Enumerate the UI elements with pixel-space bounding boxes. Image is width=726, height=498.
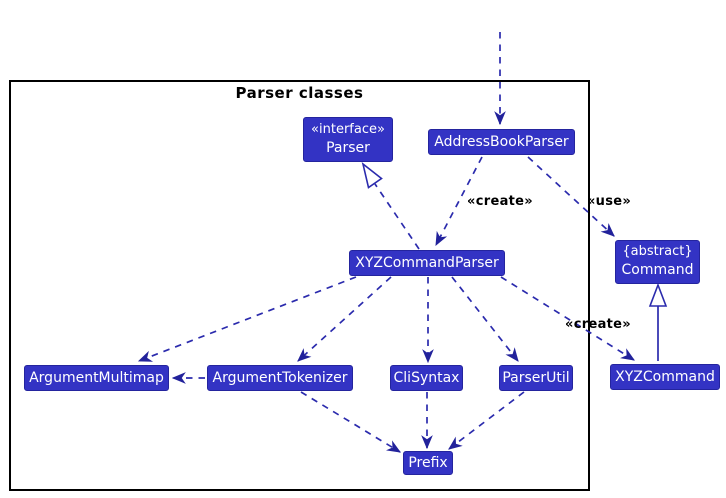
parserutil-name: ParserUtil xyxy=(502,369,570,386)
create-label-right: «create» xyxy=(565,317,631,332)
prefix-name: Prefix xyxy=(408,454,448,471)
parser-classes-frame xyxy=(9,80,590,491)
class-parser-interface: «interface» Parser xyxy=(303,117,393,162)
frame-title: Parser classes xyxy=(235,84,364,102)
edge-xyzcommandparser-to-parserutil xyxy=(451,276,519,362)
edge-xyzcommandparser-to-argumentmultimap xyxy=(137,276,357,362)
class-clisyntax: CliSyntax xyxy=(390,365,463,391)
edge-xyzcommandparser-realizes-parser xyxy=(374,183,420,250)
realization-hollow-arrowhead xyxy=(361,161,383,189)
create-label-left: «create» xyxy=(467,194,533,209)
parser-name: Parser xyxy=(326,139,370,156)
parser-stereotype: «interface» xyxy=(311,121,385,137)
edge-argumenttokenizer-to-prefix xyxy=(300,391,401,453)
use-label: «use» xyxy=(586,194,632,209)
xyzcommandparser-name: XYZCommandParser xyxy=(355,254,499,271)
class-addressbookparser: AddressBookParser xyxy=(428,129,575,155)
edge-parserutil-to-prefix xyxy=(448,391,525,450)
xyzcommand-name: XYZCommand xyxy=(615,368,715,385)
class-argumentmultimap: ArgumentMultimap xyxy=(24,365,169,391)
addressbookparser-name: AddressBookParser xyxy=(434,133,569,150)
inheritance-hollow-arrowhead xyxy=(648,282,668,307)
class-command-abstract: {abstract} Command xyxy=(615,240,700,284)
class-prefix: Prefix xyxy=(403,451,453,475)
edge-xyzcommandparser-to-argumenttokenizer xyxy=(297,276,392,362)
command-name: Command xyxy=(621,262,694,279)
class-argumenttokenizer: ArgumentTokenizer xyxy=(207,365,353,391)
class-xyzcommandparser: XYZCommandParser xyxy=(349,250,505,276)
edge-addressbookparser-create-xyzcommandparser xyxy=(435,156,483,247)
argumentmultimap-name: ArgumentMultimap xyxy=(29,369,164,386)
edge-xyzcommandparser-create-xyzcommand xyxy=(500,276,635,361)
argumenttokenizer-name: ArgumentTokenizer xyxy=(212,369,348,386)
class-parserutil: ParserUtil xyxy=(499,365,573,391)
clisyntax-name: CliSyntax xyxy=(393,369,460,386)
command-stereotype: {abstract} xyxy=(622,244,693,260)
class-xyzcommand: XYZCommand xyxy=(610,364,720,390)
